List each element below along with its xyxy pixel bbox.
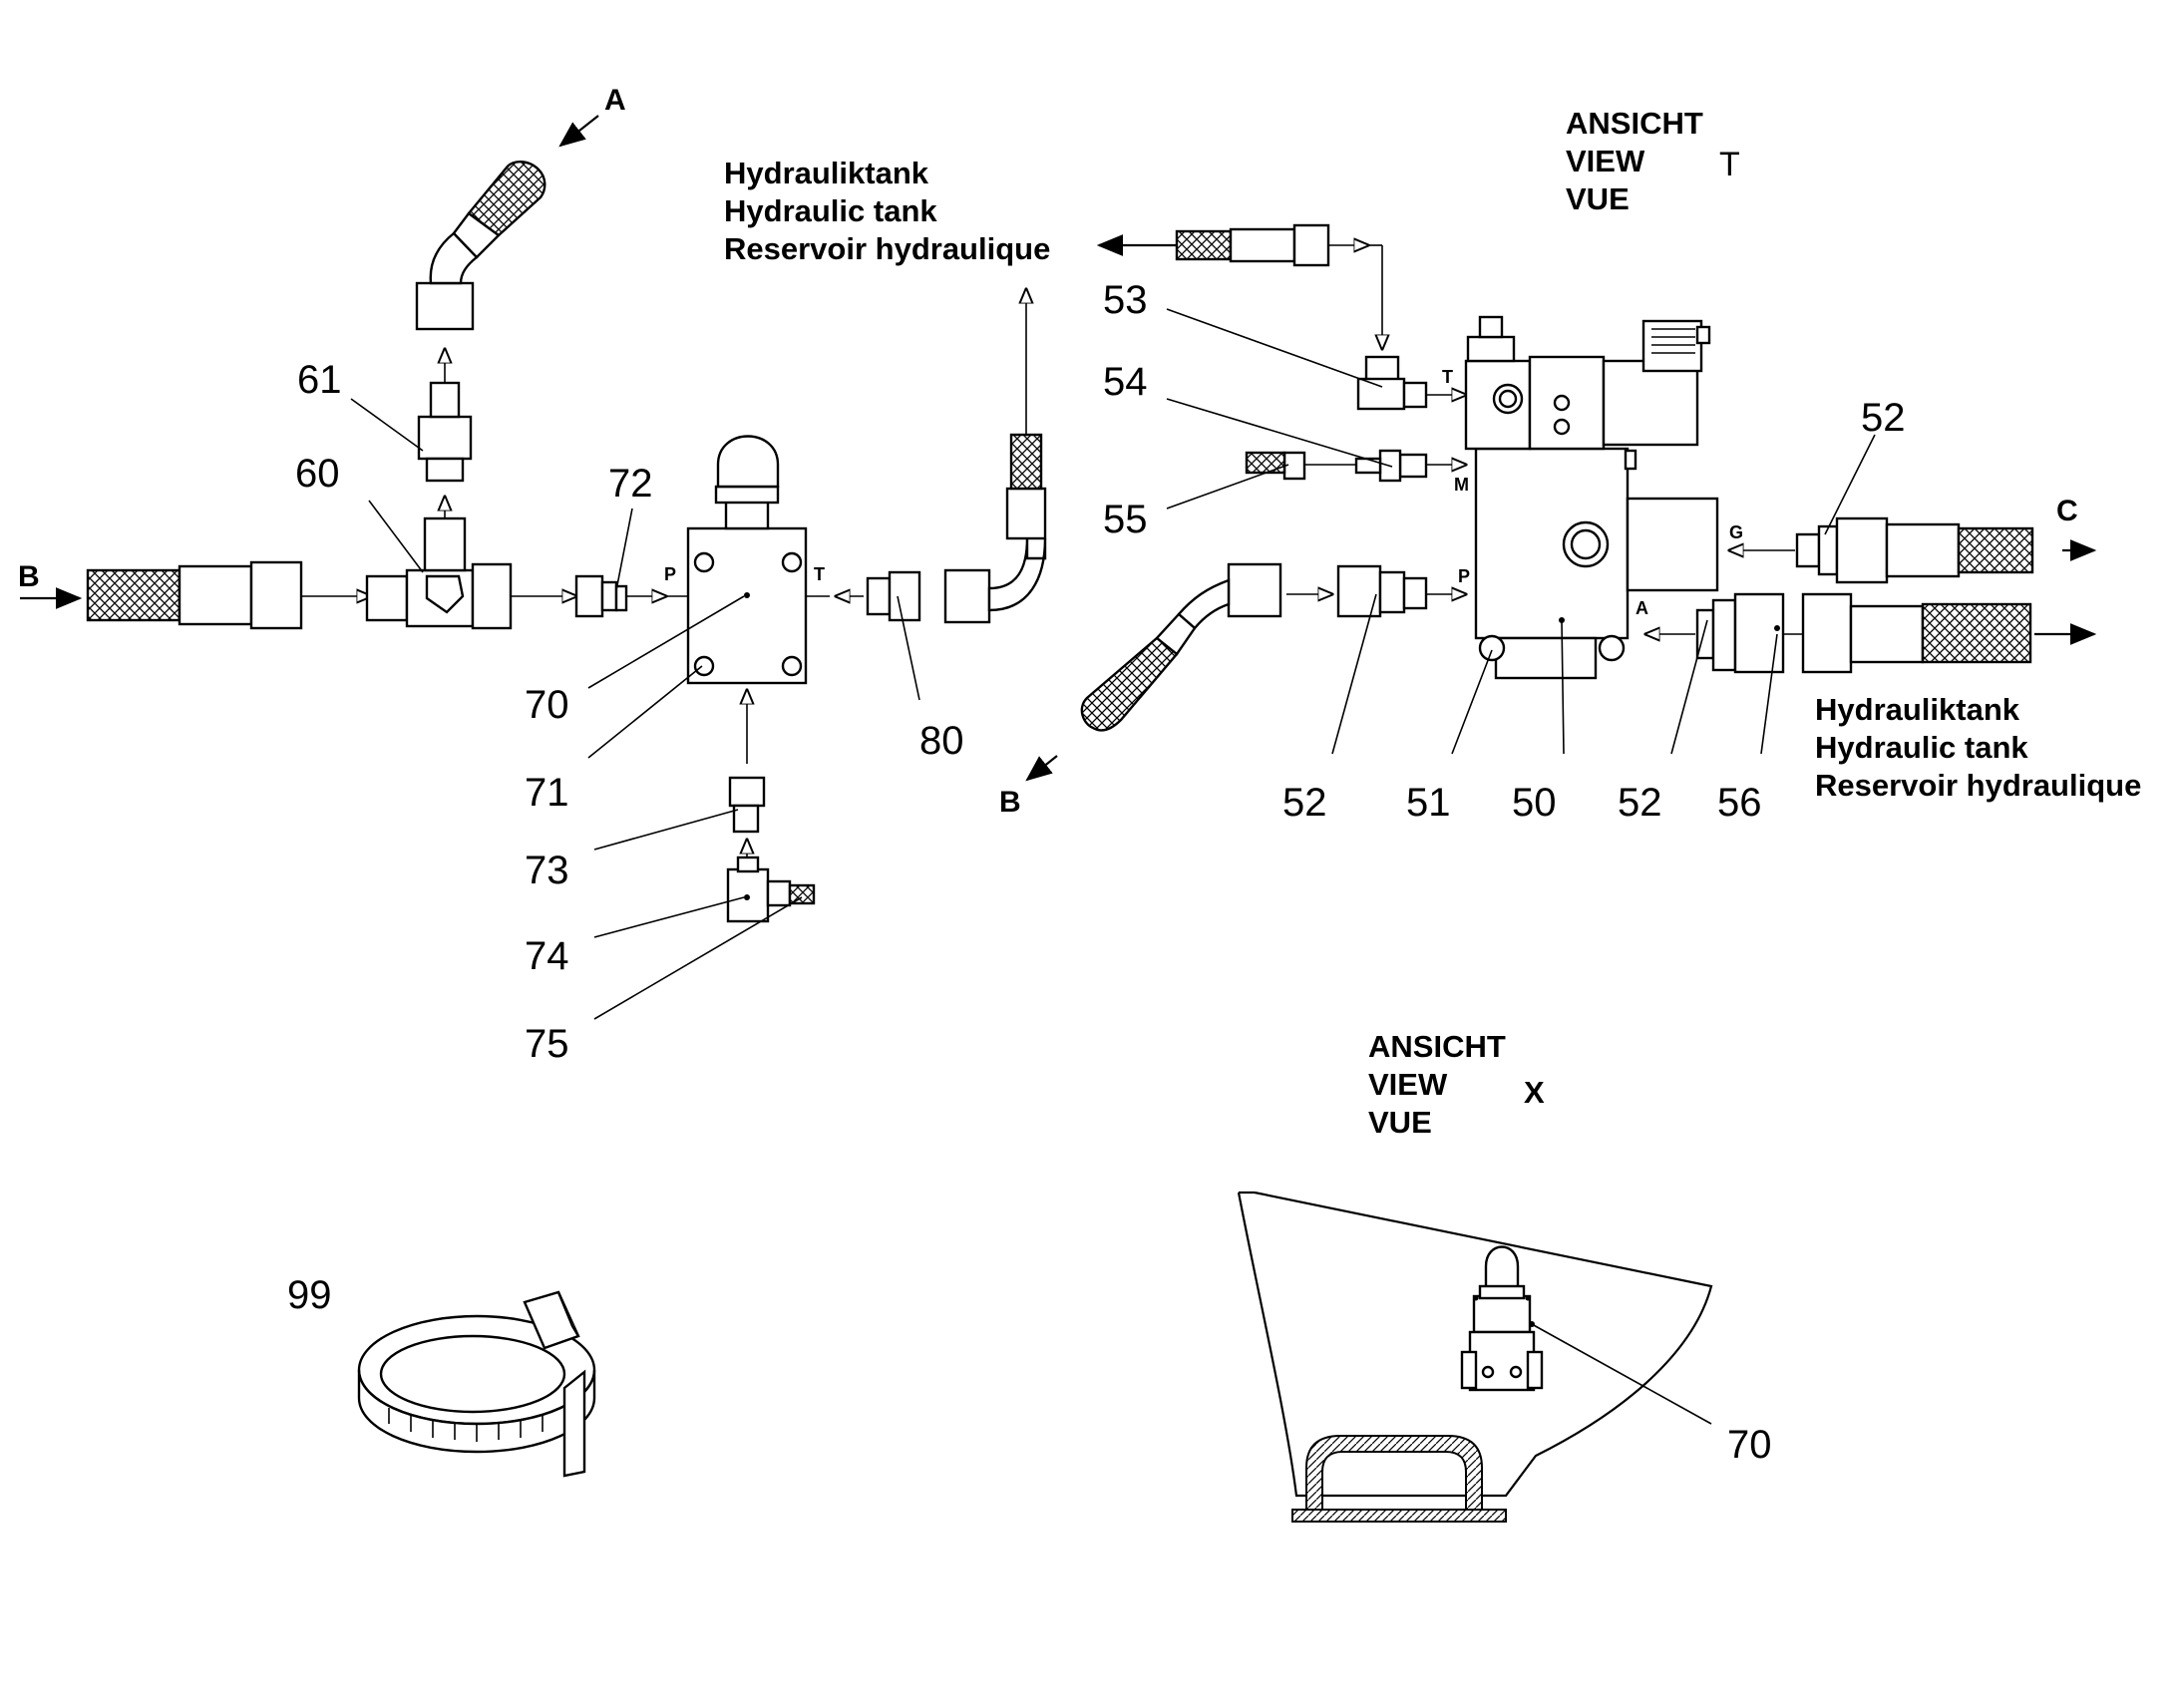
tank-label-fr: Reservoir hydraulique bbox=[724, 231, 1050, 266]
callout-53: 53 bbox=[1103, 278, 1148, 322]
callout-numbers: 61 60 72 70 71 80 73 74 75 53 54 55 52 5… bbox=[287, 278, 1906, 1467]
hydraulic-tank-label-1: Hydrauliktank Hydraulic tank Reservoir h… bbox=[724, 156, 1050, 266]
view-label-de: ANSICHT bbox=[1368, 1029, 1506, 1064]
view-label-fr: VUE bbox=[1566, 181, 1630, 216]
callout-56: 56 bbox=[1717, 781, 1762, 825]
callout-99: 99 bbox=[287, 1273, 332, 1317]
connection-letter-b-left: B bbox=[18, 560, 40, 593]
hydraulic-tank-label-2: Hydrauliktank Hydraulic tank Reservoir h… bbox=[1815, 692, 2141, 803]
callout-70: 70 bbox=[525, 683, 569, 727]
callout-73: 73 bbox=[525, 849, 569, 892]
port-label-g: G bbox=[1729, 522, 1743, 542]
callout-52-a: 52 bbox=[1282, 781, 1327, 825]
view-letter-t: T bbox=[1719, 146, 1740, 183]
view-x-detail bbox=[1237, 1191, 1713, 1523]
callout-71: 71 bbox=[525, 771, 569, 815]
callout-61: 61 bbox=[297, 358, 342, 402]
right-assembly: B C T M P G A bbox=[999, 223, 2097, 819]
callout-55: 55 bbox=[1103, 498, 1148, 541]
view-label-en: VIEW bbox=[1368, 1067, 1448, 1102]
callout-52-b: 52 bbox=[1618, 781, 1662, 825]
connection-letter-b-lower: B bbox=[999, 786, 1021, 819]
connection-letter-c: C bbox=[2056, 495, 2078, 527]
port-label-t-left: T bbox=[814, 564, 825, 584]
callout-70-view: 70 bbox=[1727, 1423, 1772, 1467]
tank-label-en: Hydraulic tank bbox=[1815, 730, 2028, 765]
port-label-p-left: P bbox=[664, 564, 676, 584]
connection-letter-a: A bbox=[604, 84, 626, 117]
port-label-p-right: P bbox=[1458, 566, 1470, 586]
view-letter-x: X bbox=[1524, 1075, 1545, 1110]
port-label-t-right: T bbox=[1442, 367, 1453, 387]
tank-label-de: Hydrauliktank bbox=[1815, 692, 2020, 727]
callout-51: 51 bbox=[1406, 781, 1451, 825]
callout-72: 72 bbox=[608, 462, 653, 506]
port-label-m: M bbox=[1454, 475, 1469, 495]
left-assembly: A B P T bbox=[18, 84, 1047, 1020]
callout-50: 50 bbox=[1512, 781, 1557, 825]
view-t-label: ANSICHT VIEW VUE T bbox=[1566, 106, 1740, 216]
port-label-a: A bbox=[1635, 598, 1648, 618]
view-label-fr: VUE bbox=[1368, 1105, 1432, 1140]
tank-label-de: Hydrauliktank bbox=[724, 156, 929, 190]
callout-74: 74 bbox=[525, 934, 569, 978]
callout-54: 54 bbox=[1103, 360, 1148, 404]
view-label-en: VIEW bbox=[1566, 144, 1645, 178]
hose-clamp bbox=[357, 1290, 596, 1478]
callout-52-top: 52 bbox=[1861, 396, 1906, 440]
callout-60: 60 bbox=[295, 452, 340, 496]
tank-label-fr: Reservoir hydraulique bbox=[1815, 768, 2141, 803]
callout-75: 75 bbox=[525, 1022, 569, 1066]
view-label-de: ANSICHT bbox=[1566, 106, 1703, 141]
tank-label-en: Hydraulic tank bbox=[724, 193, 937, 228]
view-x-label: ANSICHT VIEW VUE X bbox=[1368, 1029, 1545, 1140]
callout-80: 80 bbox=[919, 719, 964, 763]
